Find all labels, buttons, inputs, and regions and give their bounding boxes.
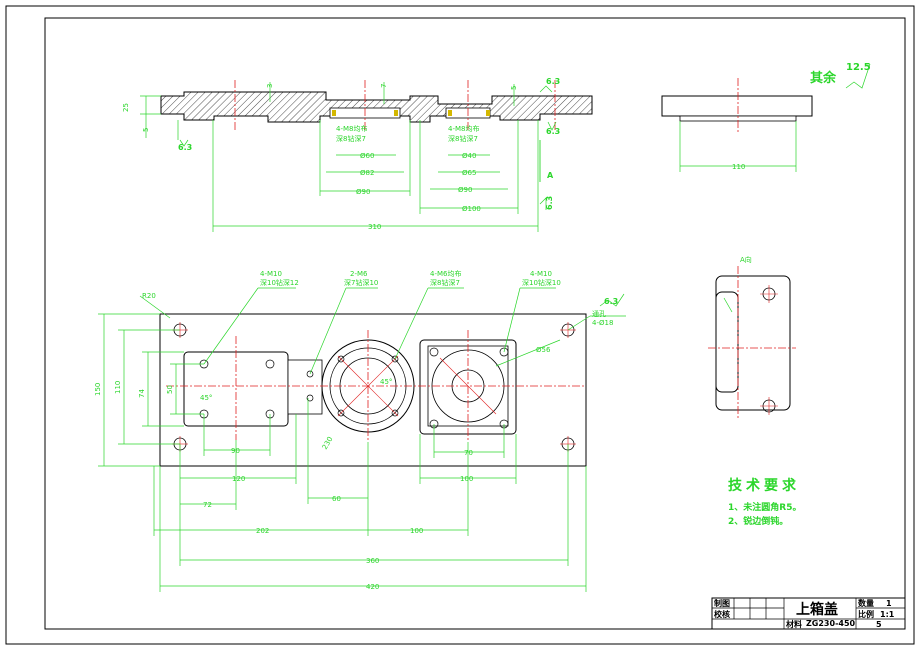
tb-scale-label: 比例: [858, 609, 874, 619]
dim-phi100: Ø100: [462, 205, 481, 213]
dim-phi40: Ø40: [462, 152, 476, 160]
dim-25: 25: [122, 103, 130, 112]
inner-border: [44, 17, 906, 630]
callout-4m8-right-sub: 深8钻深7: [448, 134, 478, 143]
dim-phi60: Ø60: [360, 152, 374, 160]
dim-90: 90: [231, 447, 240, 455]
tech-note-2: 2、锐边倒钝。: [728, 515, 788, 527]
callout-4m8-left-sub: 深8钻深7: [336, 134, 366, 143]
tb-drawn-label: 制图: [714, 598, 730, 608]
outer-border: [5, 5, 915, 645]
callout-4d18: 4-Ø18: [592, 319, 613, 327]
dim-70: 70: [464, 449, 473, 457]
callout-4m10-right: 4-M10: [530, 270, 552, 278]
roughness-label: 其余: [810, 70, 837, 86]
roughness-63-e: 6.3: [604, 297, 618, 306]
tb-scale: 1:1: [880, 610, 895, 619]
tech-note-1: 1、未注圆角R5。: [728, 501, 801, 513]
tb-qty-label: 数量: [858, 598, 874, 608]
dim-phi82: Ø82: [360, 169, 374, 177]
roughness-value: 12.5: [846, 62, 871, 73]
roughness-63-c: 6.3: [546, 127, 560, 136]
section-view-top: 25 5 3 7 5 6.3 6.3 6.3 6.3 4-M8均布 深8钻深7 …: [122, 77, 593, 232]
tb-qty: 1: [886, 599, 892, 608]
tb-sheet: 5: [876, 620, 882, 629]
view-a-label: A向: [740, 255, 752, 264]
dim-420: 420: [366, 583, 379, 591]
dim-45-circle: 45°: [380, 378, 392, 386]
callout-2m6-sub: 深7钻深10: [344, 278, 378, 287]
dim-110v: 110: [114, 381, 122, 394]
callout-4m8-left: 4-M8均布: [336, 124, 367, 133]
roughness-63-a: 6.3: [178, 143, 192, 152]
tech-title: 技术要求: [728, 477, 800, 494]
callout-4m6: 4-M6均布: [430, 269, 461, 278]
view-a: A向: [708, 255, 796, 420]
dim-100: 100: [410, 527, 423, 535]
callout-4d18-sub: 通孔: [592, 309, 606, 318]
roughness-63-d: 6.3: [545, 196, 554, 210]
tb-part-name: 上箱盖: [796, 601, 838, 618]
callout-4m10-left: 4-M10: [260, 270, 282, 278]
dim-phi90b: Ø90: [458, 186, 472, 194]
dim-202: 202: [256, 527, 269, 535]
dim-74: 74: [138, 389, 146, 398]
tb-material-label: 材料: [786, 619, 802, 629]
dim-150: 150: [94, 383, 102, 396]
dim-3: 3: [266, 84, 274, 88]
tb-material: ZG230-450: [806, 619, 856, 628]
dim-310: 310: [368, 223, 381, 231]
callout-4m10-left-sub: 深10钻深12: [260, 278, 299, 287]
dim-100b: 100: [460, 475, 473, 483]
dim-110-side: 110: [732, 163, 745, 171]
dim-60: 60: [332, 495, 341, 503]
callout-4m10-right-sub: 深10钻深10: [522, 278, 561, 287]
title-block: 制图 校核 上箱盖 材料 ZG230-450 数量 1 比例 1:1 5: [711, 597, 906, 630]
dim-5-right: 5: [510, 86, 518, 90]
dim-r20: R20: [142, 292, 156, 300]
dim-phi65: Ø65: [462, 169, 476, 177]
roughness-63-b: 6.3: [546, 77, 560, 86]
callout-4m8-right: 4-M8均布: [448, 124, 479, 133]
dim-120: 120: [232, 475, 245, 483]
dim-5-left: 5: [142, 128, 150, 132]
dim-72: 72: [203, 501, 212, 509]
tech-requirements: 技术要求 1、未注圆角R5。 2、锐边倒钝。: [728, 477, 801, 527]
dim-7: 7: [380, 84, 388, 88]
section-arrow-label: A: [547, 171, 554, 180]
dim-50: 50: [166, 385, 174, 394]
plan-view: 4-M10 深10钻深12 2-M6 深7钻深10 4-M6均布 深8钻深7 4…: [94, 269, 626, 592]
dim-phi90: Ø90: [356, 188, 370, 196]
callout-2m6: 2-M6: [350, 270, 368, 278]
dim-phi56: Ø56: [536, 346, 551, 354]
tb-checked-label: 校核: [714, 609, 730, 619]
callout-4m6-sub: 深8钻深7: [430, 278, 460, 287]
dim-45-left: 45°: [200, 394, 212, 402]
side-view: 110 其余 12.5: [661, 62, 871, 172]
dim-360: 360: [366, 557, 379, 565]
